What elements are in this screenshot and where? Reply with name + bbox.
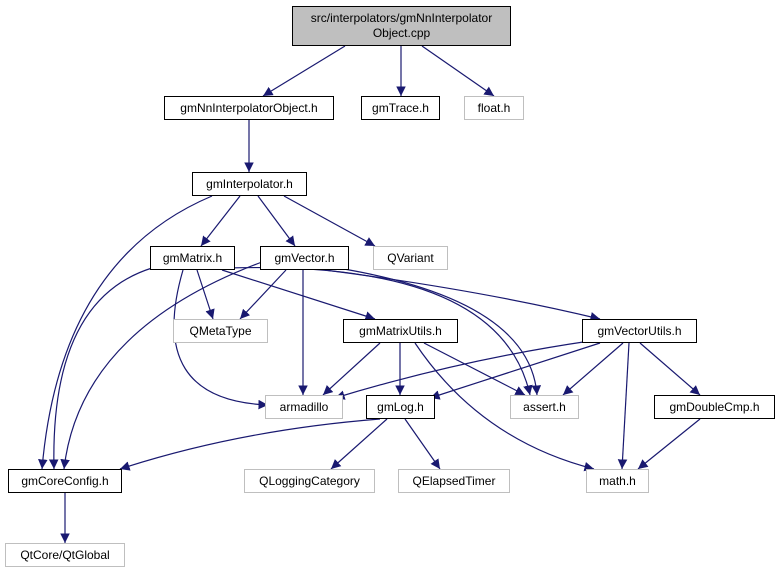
node-assert[interactable]: assert.h [510, 395, 579, 419]
edge-gmlog-to-qelapsedtimer [404, 418, 441, 470]
edge-root-to-float [421, 45, 495, 97]
edge-gmvectorutils-to-gmlog [429, 342, 601, 400]
node-gmmatrixutils[interactable]: gmMatrixUtils.h [343, 319, 458, 343]
node-gmdoublecmp[interactable]: gmDoubleCmp.h [654, 395, 775, 419]
edge-root-to-gmnninterpolatorobject [262, 45, 346, 97]
edge-gminterpolator-to-gmvector [257, 195, 296, 247]
node-math[interactable]: math.h [586, 469, 649, 493]
edge-gmvector-to-gmvectorutils [324, 269, 601, 322]
edge-gmdoublecmp-to-math [637, 418, 701, 470]
node-armadillo[interactable]: armadillo [265, 395, 343, 419]
edge-gmmatrix-to-gmcoreconfig [48, 267, 153, 470]
node-gmcoreconfig[interactable]: gmCoreConfig.h [8, 469, 122, 493]
node-root-file[interactable]: src/interpolators/gmNnInterpolator Objec… [292, 6, 511, 46]
node-gmvectorutils[interactable]: gmVectorUtils.h [582, 319, 697, 343]
edge-gmmatrixutils-to-armadillo [322, 342, 381, 396]
node-gmlog[interactable]: gmLog.h [366, 395, 435, 419]
edge-gmlog-to-gmcoreconfig [119, 418, 381, 471]
edge-gmvectorutils-to-armadillo [334, 340, 591, 400]
edge-gminterpolator-to-qvariant [283, 195, 376, 247]
edge-gmmatrix-to-qmetatype [196, 269, 215, 320]
edge-gmmatrixutils-to-math [414, 342, 595, 472]
edge-gmmatrixutils-to-assert [423, 342, 526, 396]
node-qmetatype[interactable]: QMetaType [173, 319, 268, 343]
edge-gmvector-to-qmetatype [239, 269, 287, 320]
node-gmtrace[interactable]: gmTrace.h [361, 96, 440, 120]
edge-gmvectorutils-to-math [617, 342, 630, 470]
root-label-line2: Object.cpp [372, 26, 431, 40]
edge-gmmatrix-to-gmmatrixutils [221, 269, 376, 321]
edge-gmvectorutils-to-assert [562, 342, 624, 396]
node-gmvector[interactable]: gmVector.h [260, 246, 349, 270]
edge-gminterpolator-to-gmmatrix [200, 195, 241, 247]
edge-gmmatrix-to-armadillo [173, 269, 269, 410]
node-float[interactable]: float.h [464, 96, 524, 120]
edge-gmvector-to-assert [337, 267, 542, 396]
edge-gmvector-to-gmcoreconfig [60, 261, 263, 470]
node-qvariant[interactable]: QVariant [373, 246, 448, 270]
edge-gmlog-to-qloggingcategory [330, 418, 388, 470]
edge-gmvectorutils-to-gmdoublecmp [639, 342, 701, 396]
node-gmnninterpolatorobject[interactable]: gmNnInterpolatorObject.h [164, 96, 334, 120]
root-label-line1: src/interpolators/gmNnInterpolator [310, 11, 493, 25]
edge-gminterpolator-to-gmcoreconfig [38, 195, 213, 470]
node-qelapsedtimer[interactable]: QElapsedTimer [398, 469, 510, 493]
node-qloggingcategory[interactable]: QLoggingCategory [244, 469, 375, 493]
node-gmmatrix[interactable]: gmMatrix.h [150, 246, 235, 270]
node-gminterpolator[interactable]: gmInterpolator.h [192, 172, 307, 196]
node-qtglobal[interactable]: QtCore/QtGlobal [5, 543, 125, 567]
